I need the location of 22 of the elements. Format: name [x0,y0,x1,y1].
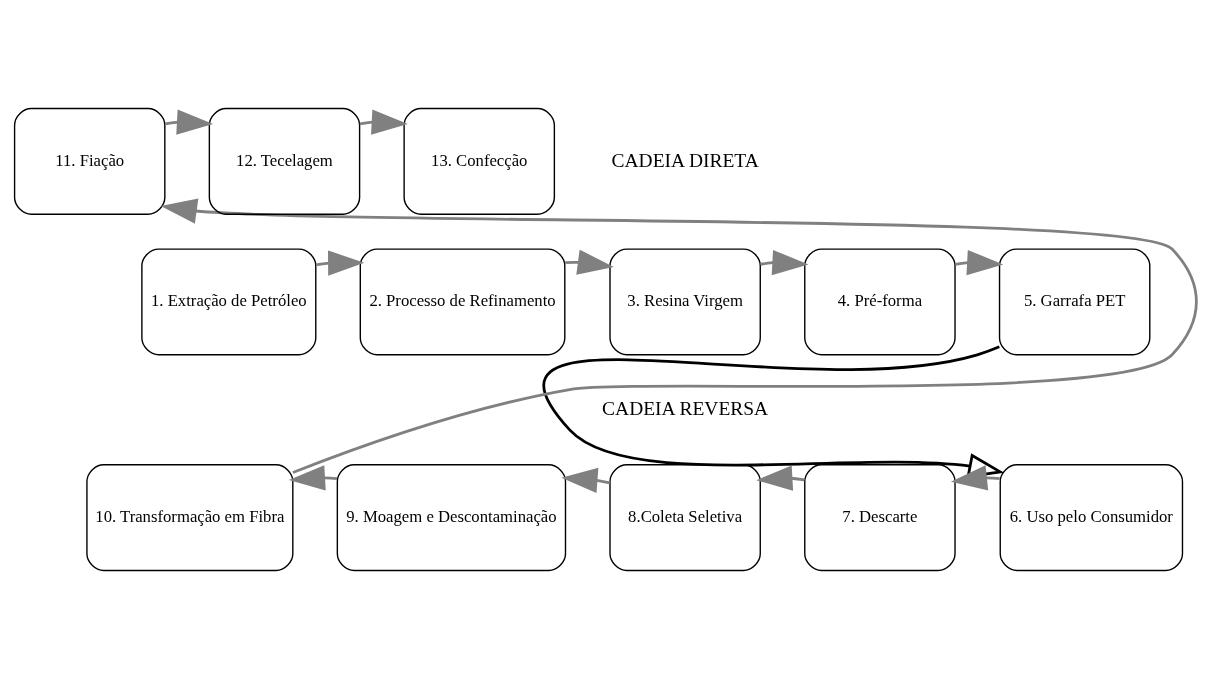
arrow [565,249,614,275]
node-box: 6. Uso pelo Consumidor [999,464,1184,572]
arrow [164,109,214,135]
label: CADEIA REVERSA [602,397,769,419]
node-box: 9. Moagem e Descontaminação [336,464,567,572]
node-box: 2. Processo de Refinamento [359,248,566,356]
node-box: 3. Resina Virgem [609,248,761,356]
arrow [756,465,805,491]
label: CADEIA DIRETA [611,149,759,171]
node-box: 12. Tecelagem [208,107,361,215]
arrow [561,467,611,493]
node-box: 7. Descarte [804,464,956,572]
node-box: 10. Transformação em Fibra [86,464,294,572]
node-box: 4. Pré-forma [804,248,956,356]
node-box: 13. Confecção [403,107,556,215]
node-box: 8.Coleta Seletiva [609,464,761,572]
node-box: 1. Extração de Petróleo [141,248,317,356]
arrow [315,250,365,276]
node-box: 11. Fiação [13,107,166,215]
node-box: 5. Garrafa PET [998,248,1151,356]
arrow [359,109,408,135]
arrow [160,198,1197,474]
